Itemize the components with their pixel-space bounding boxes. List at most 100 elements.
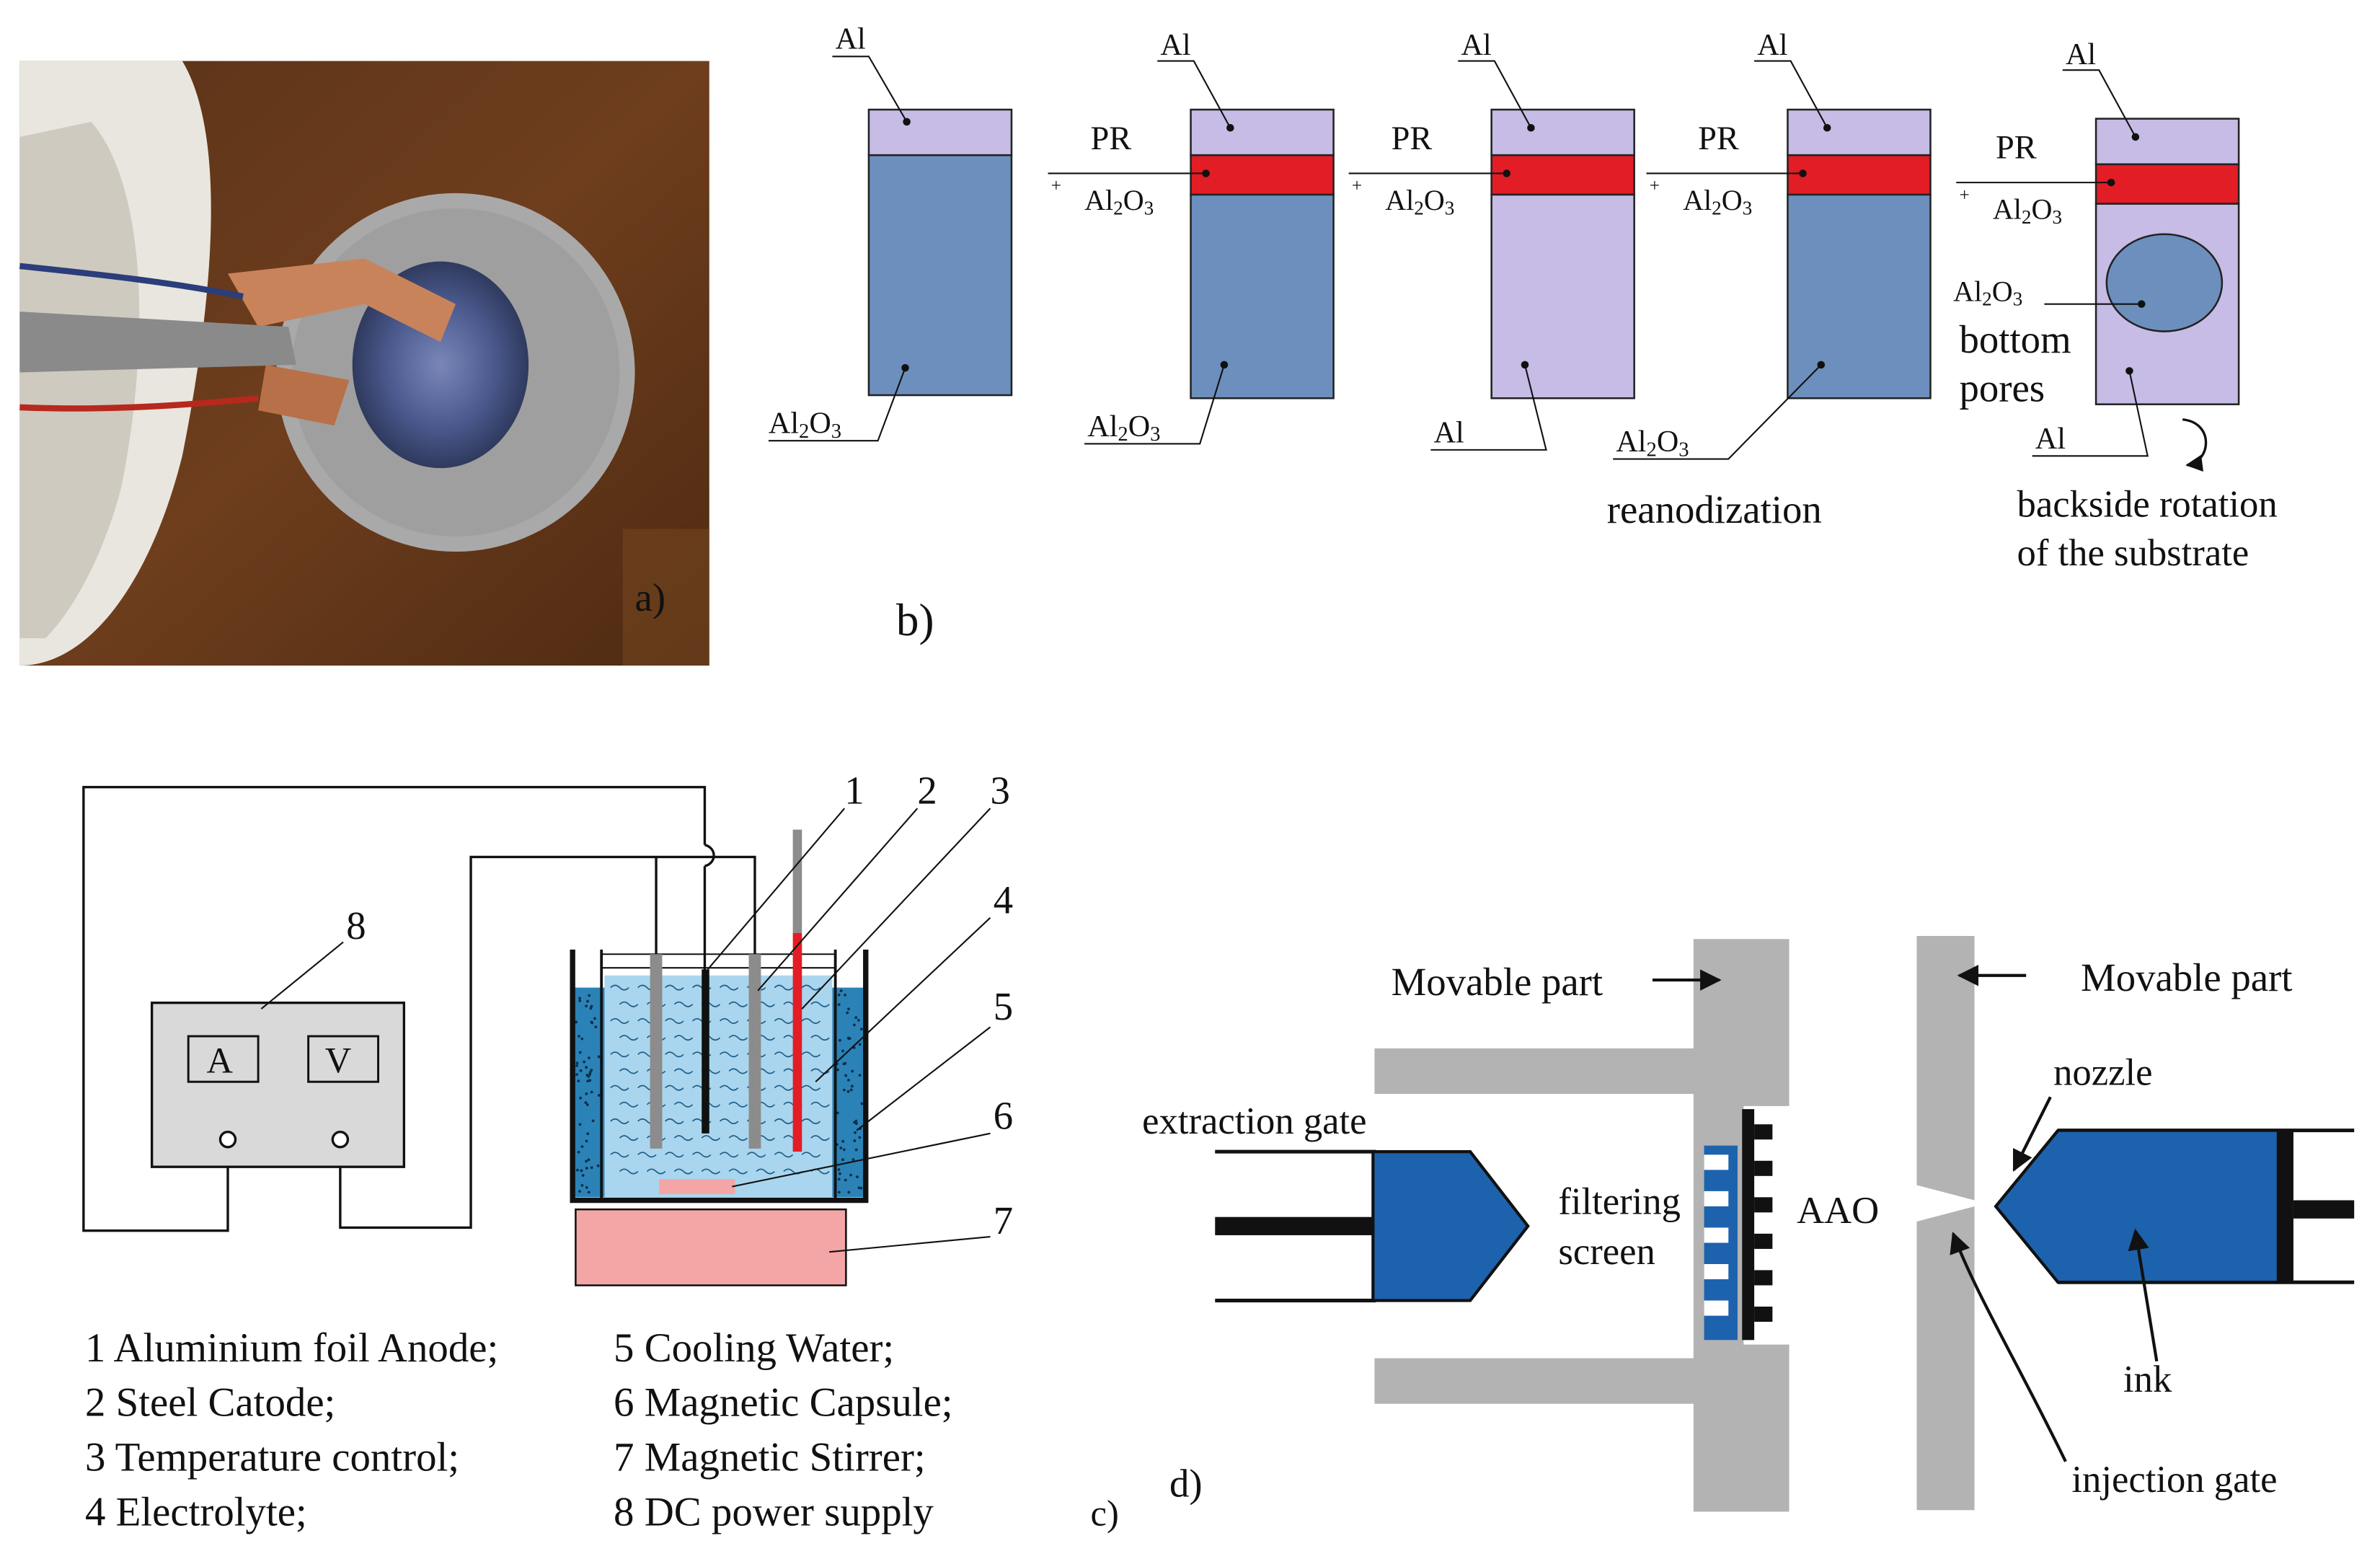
water-dot xyxy=(836,1068,839,1072)
water-dot xyxy=(849,1173,852,1177)
injection-piston-head xyxy=(2278,1130,2293,1283)
wave xyxy=(619,1101,639,1108)
legend-item-2: 2 Steel Catode; xyxy=(85,1380,335,1426)
aao-tooth xyxy=(1754,1160,1773,1176)
step3-al-label: Al xyxy=(1461,28,1492,62)
screen-gap xyxy=(1704,1227,1729,1243)
water-dot xyxy=(849,1088,853,1092)
wave xyxy=(719,1152,739,1158)
label-movable-right: Movable part xyxy=(2081,955,2293,999)
water-dot xyxy=(585,1160,588,1163)
wave xyxy=(665,1017,684,1024)
water-dot xyxy=(841,1139,845,1143)
wave xyxy=(810,1035,830,1041)
water-dot xyxy=(578,1190,581,1193)
magnetic-capsule xyxy=(659,1179,735,1195)
thermometer-red xyxy=(792,932,802,1152)
injection-rod xyxy=(2293,1200,2355,1219)
wave xyxy=(619,1035,639,1041)
water-dot xyxy=(860,1102,864,1105)
water-dot xyxy=(588,1071,592,1074)
extraction-plunger xyxy=(1371,1150,1530,1302)
screen-gap xyxy=(1704,1263,1729,1280)
water-dot xyxy=(579,1069,583,1072)
water-dot xyxy=(854,1148,858,1152)
water-dot xyxy=(842,1062,846,1066)
legend-item-5: 5 Cooling Water; xyxy=(614,1325,894,1371)
step4-pr-dot xyxy=(1799,169,1807,177)
step2-al-label: Al xyxy=(1160,28,1190,62)
ammeter-label: A xyxy=(206,1041,233,1081)
water-dot xyxy=(588,1079,592,1082)
step5-al-leader xyxy=(2062,69,2136,138)
num-3: 3 xyxy=(990,769,1009,813)
step2-body-layer xyxy=(1190,193,1335,399)
water-dot xyxy=(578,999,582,1002)
water-dot xyxy=(859,1186,863,1190)
step4-bottom-label: Al2O3 xyxy=(1616,425,1689,461)
water-dot xyxy=(850,1085,854,1088)
label-ink: ink xyxy=(2123,1359,2172,1400)
step2-al-layer xyxy=(1190,108,1335,156)
legend-item-8: 8 DC power supply xyxy=(614,1489,934,1534)
legend-item-1: 1 Aluminium foil Anode; xyxy=(85,1325,498,1371)
photo-white-holder-shade xyxy=(19,121,140,639)
wave xyxy=(701,1168,721,1175)
wave xyxy=(728,1068,748,1074)
step3-al-layer xyxy=(1490,108,1635,156)
wave xyxy=(610,1152,629,1158)
step1-al-leader xyxy=(832,56,908,123)
wave xyxy=(774,1085,794,1091)
water-dot xyxy=(857,1018,860,1022)
wave xyxy=(692,1152,712,1158)
water-dot xyxy=(583,1060,586,1064)
water-dot xyxy=(588,1056,590,1060)
wave xyxy=(619,1168,639,1175)
step4-al-label: Al xyxy=(1757,28,1787,62)
water-dot xyxy=(858,1074,862,1077)
wave xyxy=(665,1152,684,1158)
water-dot xyxy=(585,1139,588,1143)
water-dot xyxy=(851,1069,854,1073)
step-caption-reanodization: reanodization xyxy=(1607,487,1822,531)
step2-pr-dot xyxy=(1202,169,1210,177)
water-dot xyxy=(844,1178,847,1182)
step3-body-layer xyxy=(1490,193,1635,399)
water-dot xyxy=(578,1035,580,1038)
water-dot xyxy=(587,1074,590,1078)
step4-bottom-dot xyxy=(1817,361,1826,369)
water-dot xyxy=(847,1191,851,1194)
water-dot xyxy=(851,1158,855,1161)
step2-bottom-label: Al2O3 xyxy=(1087,410,1160,446)
step4-ox-label: Al2O3 xyxy=(1683,184,1752,218)
arrow-injection-gate xyxy=(1950,1232,2067,1462)
num-2: 2 xyxy=(917,769,937,813)
panel-b: Al AlPR+Al2O3Al2O3AlPR+Al2O3AlAlPR+Al2O3… xyxy=(768,22,2278,645)
water-dot xyxy=(585,1066,588,1069)
water-dot xyxy=(837,1168,841,1171)
wave xyxy=(665,1118,684,1124)
callout-3 xyxy=(801,808,991,1010)
wave xyxy=(719,984,739,991)
wave xyxy=(810,1101,830,1108)
step4-body-layer xyxy=(1787,193,1932,399)
step5-bottom-label: Al xyxy=(2035,422,2066,456)
water-dot xyxy=(578,997,581,1000)
legend-item-4: 4 Electrolyte; xyxy=(85,1489,307,1534)
water-dot xyxy=(580,1145,584,1149)
step4-plus-sign: + xyxy=(1650,176,1660,196)
water-dot xyxy=(575,1073,578,1076)
legend-item-6: 6 Magnetic Capsule; xyxy=(614,1380,953,1426)
photo-wire-blue xyxy=(19,262,244,300)
wave xyxy=(673,1068,694,1074)
step5-bottom-dot xyxy=(2125,367,2133,375)
label-movable-left: Movable part xyxy=(1392,960,1603,1004)
water-dot xyxy=(578,1051,582,1054)
callout-2 xyxy=(757,808,919,992)
water-dot xyxy=(588,994,591,997)
wave xyxy=(801,1152,821,1158)
callout-5 xyxy=(856,1026,991,1131)
